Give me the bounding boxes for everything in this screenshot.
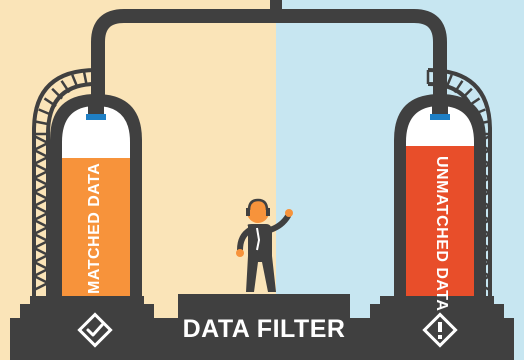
unmatched-tank [394, 94, 486, 300]
truss-brace [453, 80, 464, 94]
truss-brace [34, 120, 50, 126]
check-diamond-icon [77, 312, 113, 348]
truss-brace [71, 74, 79, 89]
truss-brace [43, 97, 57, 108]
truss-brace [445, 74, 453, 89]
truss-brace [38, 108, 53, 117]
truss-brace [461, 87, 473, 100]
truss-brace [33, 204, 49, 215]
truss-brace [33, 211, 49, 222]
truss-brace [33, 176, 49, 187]
truss-brace [436, 70, 442, 86]
truss-brace [33, 169, 49, 180]
matched-nozzle [86, 114, 106, 120]
warning-diamond-icon [422, 312, 458, 348]
truss-brace [33, 253, 49, 264]
unmatched-data-label: UNMATCHED DATA [433, 156, 450, 312]
truss-brace [33, 239, 49, 250]
filter-box [178, 294, 350, 360]
matched-data-label: MATCHED DATA [86, 162, 103, 294]
pipe-network [91, 0, 447, 112]
truss-brace [33, 218, 49, 229]
truss-brace [33, 274, 49, 285]
unmatched-data-level [406, 146, 474, 300]
truss-brace [33, 162, 49, 173]
truss-brace [33, 267, 49, 278]
matched-data-level [62, 158, 130, 300]
truss-brace [33, 232, 49, 243]
truss-brace [33, 197, 49, 208]
matched-tank [50, 94, 142, 300]
truss-brace [33, 134, 49, 145]
truss-brace [33, 141, 49, 152]
truss-brace [33, 148, 49, 159]
person-waving-icon [236, 198, 293, 292]
truss-brace [60, 80, 71, 94]
data-filter-label: DATA FILTER [182, 314, 346, 343]
truss-brace [33, 155, 49, 166]
truss-brace [33, 183, 49, 194]
truss-brace [33, 225, 49, 236]
truss-brace [33, 260, 49, 271]
truss-brace [33, 190, 49, 201]
unmatched-nozzle [430, 114, 450, 120]
truss-brace [33, 246, 49, 257]
truss-brace [33, 281, 49, 292]
truss-brace [51, 87, 63, 100]
truss-brace [82, 70, 88, 86]
